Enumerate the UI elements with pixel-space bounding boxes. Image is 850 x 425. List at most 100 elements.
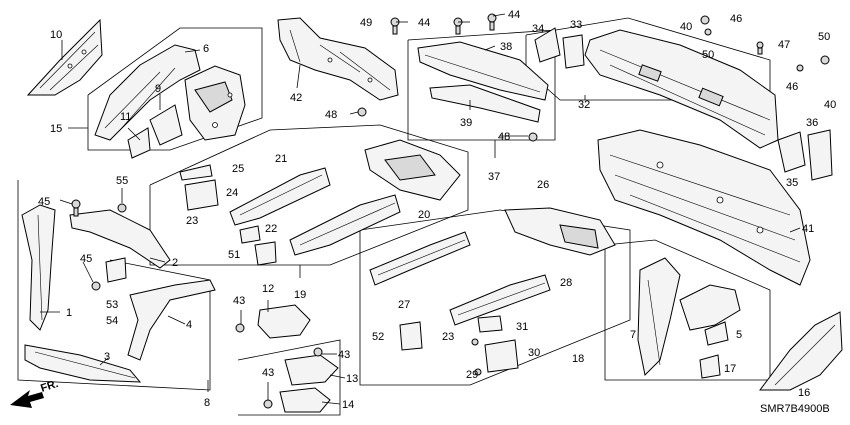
callout-8: 8 bbox=[204, 397, 210, 409]
callout-43c: 43 bbox=[262, 367, 274, 379]
callout-3: 3 bbox=[104, 351, 110, 363]
callout-21: 21 bbox=[275, 153, 287, 165]
part-53-bracket bbox=[105, 257, 127, 283]
callout-17: 17 bbox=[724, 363, 736, 375]
callout-54: 54 bbox=[106, 315, 118, 327]
part-9-brace bbox=[149, 104, 183, 146]
callout-26: 26 bbox=[537, 179, 549, 191]
direction-label: FR. bbox=[39, 378, 60, 395]
part-2-upper-frame bbox=[69, 209, 171, 269]
diagram-part-code: SMR7B4900B bbox=[760, 403, 830, 415]
part-32-dashboard-upper bbox=[584, 29, 779, 149]
callout-44b: 44 bbox=[508, 9, 520, 21]
callout-51: 51 bbox=[228, 249, 240, 261]
part-20-frame-rail bbox=[289, 194, 401, 256]
callout-35: 35 bbox=[786, 177, 798, 189]
callout-14: 14 bbox=[342, 399, 354, 411]
callout-12: 12 bbox=[262, 283, 274, 295]
part-34-bracket bbox=[534, 27, 561, 63]
part-10-fender-panel bbox=[26, 18, 103, 96]
callout-34: 34 bbox=[532, 23, 544, 35]
part-28-frame-rail bbox=[449, 274, 551, 326]
part-7-apron-rear bbox=[637, 257, 681, 377]
callout-28: 28 bbox=[560, 277, 572, 289]
callout-13: 13 bbox=[346, 373, 358, 385]
fasteners bbox=[71, 13, 830, 409]
part-apron-upper-right bbox=[679, 284, 741, 331]
callout-41: 41 bbox=[802, 223, 814, 235]
part-41-dashboard-lower bbox=[597, 129, 811, 286]
callout-49: 49 bbox=[360, 17, 372, 29]
callout-36: 36 bbox=[806, 117, 818, 129]
callout-53: 53 bbox=[106, 299, 118, 311]
part-39-cowl-lower bbox=[429, 84, 541, 123]
callout-4: 4 bbox=[186, 319, 192, 331]
callout-38: 38 bbox=[500, 41, 512, 53]
callout-50a: 50 bbox=[702, 49, 714, 61]
callout-22: 22 bbox=[265, 223, 277, 235]
callout-45b: 45 bbox=[80, 253, 92, 265]
callout-19: 19 bbox=[294, 289, 306, 301]
callout-1: 1 bbox=[66, 307, 72, 319]
part-6-apron-upper bbox=[94, 44, 201, 141]
part-35-bracket bbox=[777, 131, 806, 173]
part-27-frame-rail bbox=[369, 231, 471, 286]
callout-23b: 23 bbox=[442, 331, 454, 343]
callout-48b: 48 bbox=[498, 131, 510, 143]
callout-46b: 46 bbox=[786, 81, 798, 93]
part-13-mount bbox=[284, 354, 339, 386]
callout-24: 24 bbox=[226, 187, 238, 199]
callout-43b: 43 bbox=[338, 349, 350, 361]
part-51-bracket bbox=[254, 241, 277, 266]
group-frames bbox=[17, 17, 771, 416]
part-26-floor-frame bbox=[504, 207, 616, 256]
callout-18: 18 bbox=[572, 353, 584, 365]
part-16-fender-rear bbox=[759, 311, 843, 391]
callout-48a: 48 bbox=[325, 109, 337, 121]
callout-44a: 44 bbox=[418, 17, 430, 29]
part-33-bracket bbox=[562, 34, 585, 69]
callout-30: 30 bbox=[528, 347, 540, 359]
callout-55: 55 bbox=[116, 175, 128, 187]
part-5-gusset bbox=[704, 321, 729, 346]
part-21-frame-rail bbox=[229, 167, 331, 226]
part-3-lower-crossmember bbox=[24, 344, 142, 383]
callout-31: 31 bbox=[516, 321, 528, 333]
part-14-mount bbox=[279, 387, 331, 413]
front-direction-arrow: FR. bbox=[10, 378, 60, 408]
part-25-bracket bbox=[179, 164, 213, 181]
part-24-bracket bbox=[184, 179, 219, 211]
callout-6: 6 bbox=[203, 43, 209, 55]
callout-7: 7 bbox=[630, 329, 636, 341]
callout-37: 37 bbox=[488, 171, 500, 183]
part-31-plate bbox=[477, 315, 503, 333]
part-wheelhouse bbox=[184, 65, 246, 141]
part-11-bracket bbox=[127, 127, 151, 159]
part-42-side-frame bbox=[277, 17, 399, 101]
callout-46a: 46 bbox=[730, 13, 742, 25]
callout-15: 15 bbox=[50, 123, 62, 135]
callout-16: 16 bbox=[798, 387, 810, 399]
callout-40b: 40 bbox=[824, 99, 836, 111]
callout-25: 25 bbox=[232, 163, 244, 175]
callout-10: 10 bbox=[50, 29, 62, 41]
part-1-side-pillar bbox=[21, 204, 56, 331]
callout-39: 39 bbox=[460, 117, 472, 129]
part-12-mount-bracket bbox=[257, 304, 311, 339]
leader-lines bbox=[40, 13, 801, 405]
callout-11: 11 bbox=[120, 111, 131, 123]
part-36-bracket bbox=[807, 129, 833, 181]
callout-20: 20 bbox=[418, 209, 430, 221]
callout-42: 42 bbox=[290, 92, 302, 104]
callout-9: 9 bbox=[155, 83, 161, 95]
callout-32: 32 bbox=[578, 99, 590, 111]
part-floor-mid bbox=[364, 139, 461, 201]
callout-5: 5 bbox=[736, 329, 742, 341]
callout-2: 2 bbox=[172, 257, 178, 269]
callout-47: 47 bbox=[778, 39, 790, 51]
callout-23a: 23 bbox=[186, 215, 198, 227]
callout-29: 29 bbox=[466, 369, 478, 381]
part-4-side-frame bbox=[127, 279, 216, 361]
callout-33: 33 bbox=[570, 19, 582, 31]
